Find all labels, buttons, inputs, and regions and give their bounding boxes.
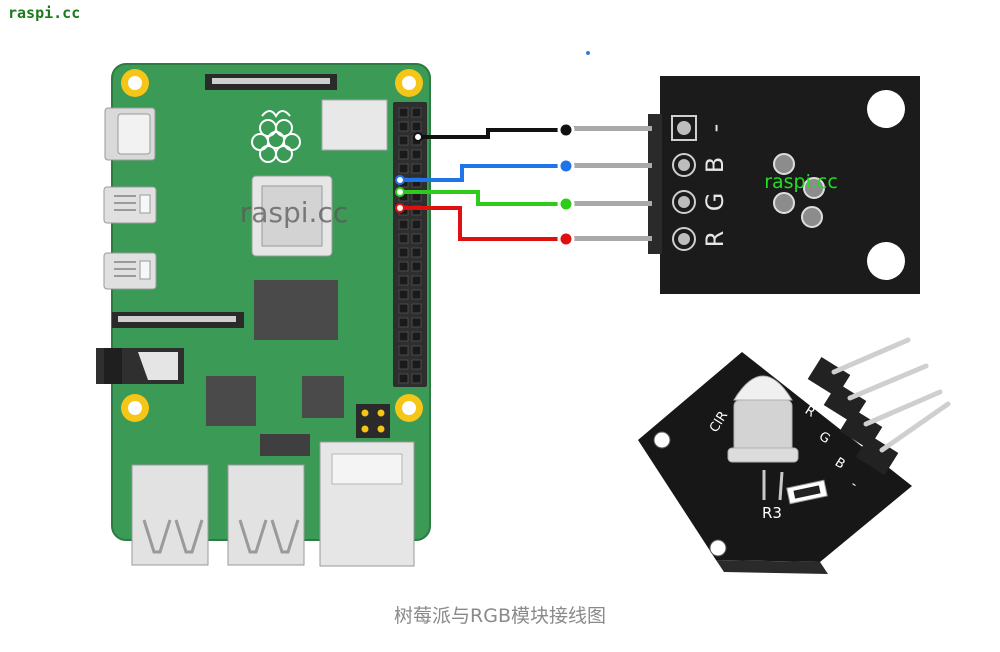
photo-mount-hole (653, 431, 671, 449)
gpio-pin (411, 219, 422, 230)
audio-jack (96, 348, 184, 384)
module-pin-label: G (701, 193, 729, 212)
gpio-pin (411, 331, 422, 342)
gpio-pin (411, 359, 422, 370)
pin-pad (677, 121, 691, 135)
gpio-pin (411, 247, 422, 258)
corner-brand-label: raspi.cc (8, 4, 81, 22)
photo-mount-hole (709, 539, 727, 557)
module-mount-hole (867, 90, 905, 128)
wire-end-dot (557, 230, 575, 248)
hdmi-port (103, 252, 157, 290)
module-pin-label: R (701, 231, 729, 248)
pin-pad (671, 115, 697, 141)
gpio-pin (411, 121, 422, 132)
gpio-pin (411, 345, 422, 356)
gpio-pin (411, 275, 422, 286)
usb-port (227, 464, 305, 566)
photo-header (807, 337, 951, 476)
poe-header (356, 404, 390, 438)
gpio-pin (411, 163, 422, 174)
gpio-pin (398, 317, 409, 328)
gpio-pin (411, 233, 422, 244)
gpio-pin (398, 163, 409, 174)
gpio-pin (398, 219, 409, 230)
photo-part-label: R3 (762, 504, 782, 522)
led-pads (773, 153, 825, 228)
diagram-caption: 树莓派与RGB模块接线图 (394, 605, 606, 627)
pin-pad (672, 227, 696, 251)
gpio-header (393, 102, 427, 387)
module-pin-label: B (701, 157, 729, 173)
gpio-pin (411, 289, 422, 300)
wire-end-dot (557, 157, 575, 175)
gpio-pin (411, 317, 422, 328)
gpio-pin (411, 373, 422, 384)
gpio-pin (411, 149, 422, 160)
module-photo: R3 CIR R G B - (638, 337, 951, 574)
gpio-pins (398, 107, 422, 384)
pin-pad (672, 190, 696, 214)
usb-port (131, 464, 209, 566)
wire-0 (418, 128, 566, 139)
gpio-pin (398, 247, 409, 258)
gpio-pin (411, 107, 422, 118)
gpio-pin (398, 345, 409, 356)
gpio-pin (398, 289, 409, 300)
ethernet-controller-chip (302, 376, 344, 418)
wireless-module (321, 99, 388, 151)
wire-start-dot (395, 175, 405, 185)
module-watermark: raspi.cc (764, 171, 838, 193)
gpio-pin (411, 303, 422, 314)
wire-3 (400, 206, 566, 241)
wire-end-dot (557, 121, 575, 139)
wire-1 (400, 164, 566, 182)
wires (395, 121, 575, 248)
wire-start-dot (413, 132, 423, 142)
hdmi-port (103, 186, 157, 224)
gpio-pin (411, 261, 422, 272)
gpio-pin (398, 135, 409, 146)
wire-start-dot (395, 187, 405, 197)
raspberry-pi-board: raspi.cc (96, 63, 431, 567)
gpio-pin (398, 121, 409, 132)
module-pin-label: - (701, 124, 729, 133)
gpio-pin (398, 107, 409, 118)
stray-dot (586, 51, 590, 55)
gpio-pin (398, 303, 409, 314)
module-header-pins (566, 114, 662, 254)
gpio-pin (398, 373, 409, 384)
photo-led (727, 375, 799, 501)
gpio-pin (398, 359, 409, 370)
raspberry-logo-icon (251, 110, 301, 163)
mount-holes (121, 69, 423, 422)
module-mount-hole (867, 242, 905, 280)
wire-end-dot (557, 195, 575, 213)
pmic-chip (260, 434, 310, 456)
gpio-pin (398, 331, 409, 342)
gpio-pin (398, 233, 409, 244)
wire-2 (400, 190, 566, 206)
ram-chip (254, 280, 338, 340)
pin-pad (672, 153, 696, 177)
gpio-pin (398, 275, 409, 286)
usb-controller-chip (206, 376, 256, 426)
rgb-module: - B G R raspi.cc (660, 76, 920, 294)
gpio-pin (398, 261, 409, 272)
board-watermark: raspi.cc (240, 196, 349, 229)
wire-start-dot (395, 203, 405, 213)
gpio-pin (398, 149, 409, 160)
